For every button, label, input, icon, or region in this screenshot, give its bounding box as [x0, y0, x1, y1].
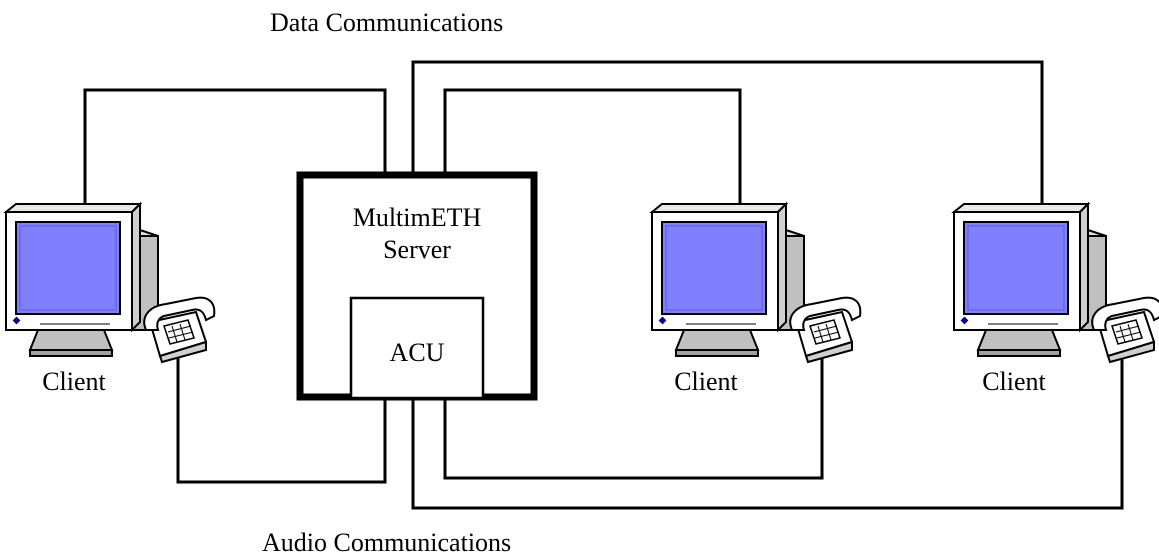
telephone-icon: [789, 296, 862, 363]
audio-line-client-1: [176, 355, 387, 484]
client-label: Client: [982, 367, 1046, 396]
client-label: Client: [674, 367, 738, 396]
client-2: [651, 203, 862, 363]
audio-line-client-2: [443, 356, 824, 480]
acu-box: [349, 296, 485, 400]
client-3: [953, 203, 1159, 363]
audio-communications-label: Audio Communications: [262, 528, 511, 557]
telephone-icon: [143, 296, 216, 363]
computer-monitor-icon: [5, 203, 159, 357]
data-communications-label: Data Communications: [270, 8, 503, 37]
data-line-client-2: [443, 88, 742, 213]
server-title-line1: MultimETH: [353, 203, 482, 232]
data-line-client-1: [83, 88, 387, 213]
computer-monitor-icon: [651, 203, 805, 357]
client-label: Client: [42, 367, 106, 396]
data-line-client-3: [411, 60, 1044, 213]
acu-label: ACU: [390, 338, 445, 367]
audio-line-client-3: [411, 356, 1124, 510]
client-1: [5, 203, 216, 363]
server-title-line2: Server: [383, 235, 451, 264]
computer-monitor-icon: [953, 203, 1107, 357]
telephone-icon: [1091, 296, 1159, 363]
